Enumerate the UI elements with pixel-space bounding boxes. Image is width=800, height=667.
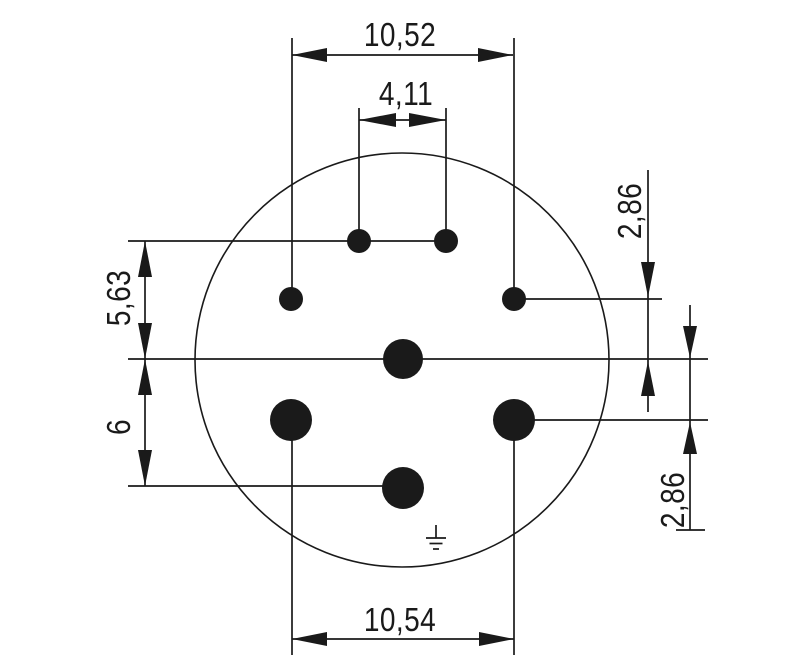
arrow-down-icon [641,262,655,297]
connector-face-outline [194,152,610,568]
pin-mid-left [279,287,303,311]
arrow-down-icon [138,450,152,486]
dim-right-lower-label: 2,86 [655,472,692,528]
pin-bottom [382,467,424,509]
arrow-left-icon [292,632,327,646]
pin-mid-right [502,287,526,311]
arrow-right-icon [409,113,446,127]
arrow-left-icon [292,48,327,62]
dim-right-upper-label: 2,86 [612,183,649,239]
arrow-up-icon [138,359,152,395]
pins [270,229,535,509]
pin-lower-left [270,399,312,441]
dimension-bottom: 10,54 [292,602,514,646]
arrow-left-icon [359,113,396,127]
ground-icon [426,525,446,550]
pin-center [383,339,423,379]
dimension-left-lower: 6 [101,359,152,486]
dim-top-inner-label: 4,11 [379,76,433,113]
arrow-right-icon [478,48,513,62]
dim-bottom-label: 10,54 [364,602,436,639]
pin-lower-right [493,399,535,441]
pin-top-left [347,229,371,253]
dimension-top-outer: 10,52 [292,17,513,62]
dimension-right-lower: 2,86 [655,305,705,531]
dim-top-outer-label: 10,52 [364,17,436,54]
arrow-up-icon [138,241,152,277]
arrow-down-icon [138,323,152,359]
arrow-up-icon [641,361,655,396]
dim-left-upper-label: 5,63 [101,270,138,326]
arrow-down-icon [683,326,697,358]
dim-left-lower-label: 6 [101,419,138,435]
arrow-right-icon [479,632,514,646]
extension-lines [128,38,708,655]
dimension-top-inner: 4,11 [359,76,446,127]
dimension-right-upper: 2,86 [612,170,655,412]
arrow-up-icon [683,422,697,454]
pin-top-right [434,229,458,253]
